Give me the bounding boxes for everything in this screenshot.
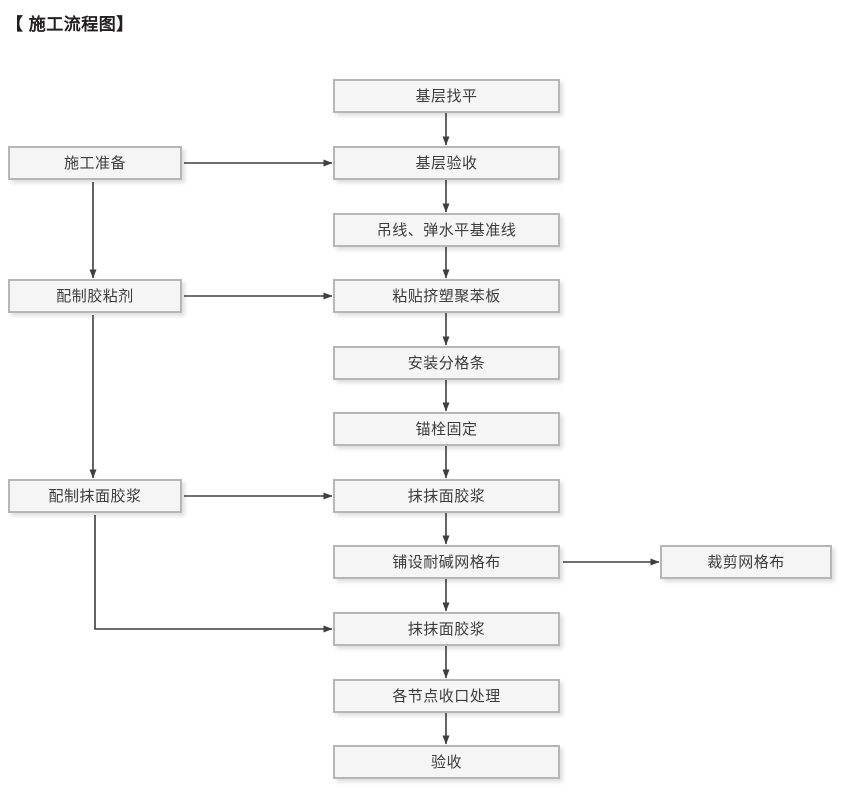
node-label: 抹抹面胶浆 <box>407 487 486 505</box>
node-base-leveling[interactable]: 基层找平 <box>333 79 560 113</box>
node-label: 吊线、弹水平基准线 <box>376 221 517 239</box>
node-label: 裁剪网格布 <box>707 553 785 571</box>
node-label: 配制抹面胶浆 <box>48 487 142 505</box>
node-anchor-bolt-fixing[interactable]: 锚栓固定 <box>333 412 560 446</box>
node-prepare-adhesive[interactable]: 配制胶粘剂 <box>8 279 182 313</box>
node-label: 基层找平 <box>415 87 478 105</box>
node-install-division-strips[interactable]: 安装分格条 <box>333 346 560 380</box>
node-cut-mesh-cloth[interactable]: 裁剪网格布 <box>660 545 832 579</box>
node-label: 各节点收口处理 <box>392 687 501 705</box>
node-label: 施工准备 <box>63 154 126 172</box>
node-label: 验收 <box>430 753 462 771</box>
node-base-acceptance[interactable]: 基层验收 <box>333 146 560 180</box>
node-label: 铺设耐碱网格布 <box>392 553 501 571</box>
node-node-closure-treatment[interactable]: 各节点收口处理 <box>333 679 560 713</box>
node-apply-render-mortar-first[interactable]: 抹抹面胶浆 <box>333 479 560 513</box>
node-lay-alkali-resistant-mesh[interactable]: 铺设耐碱网格布 <box>333 545 560 579</box>
node-final-acceptance[interactable]: 验收 <box>333 745 560 779</box>
node-plumb-and-level-lines[interactable]: 吊线、弹水平基准线 <box>333 213 560 247</box>
node-bond-xps-board[interactable]: 粘贴挤塑聚苯板 <box>333 279 560 313</box>
node-construction-preparation[interactable]: 施工准备 <box>8 146 182 180</box>
node-label: 基层验收 <box>415 154 478 172</box>
node-label: 安装分格条 <box>407 354 486 372</box>
page-title: 【 施工流程图】 <box>6 15 134 34</box>
edge-l3-n9 <box>94 515 333 633</box>
node-label: 锚栓固定 <box>415 420 478 438</box>
node-label: 粘贴挤塑聚苯板 <box>392 287 501 305</box>
node-label: 抹抹面胶浆 <box>407 620 486 638</box>
node-label: 配制胶粘剂 <box>56 287 134 305</box>
node-prepare-render-mortar[interactable]: 配制抹面胶浆 <box>8 479 182 513</box>
node-apply-render-mortar-second[interactable]: 抹抹面胶浆 <box>333 612 560 646</box>
